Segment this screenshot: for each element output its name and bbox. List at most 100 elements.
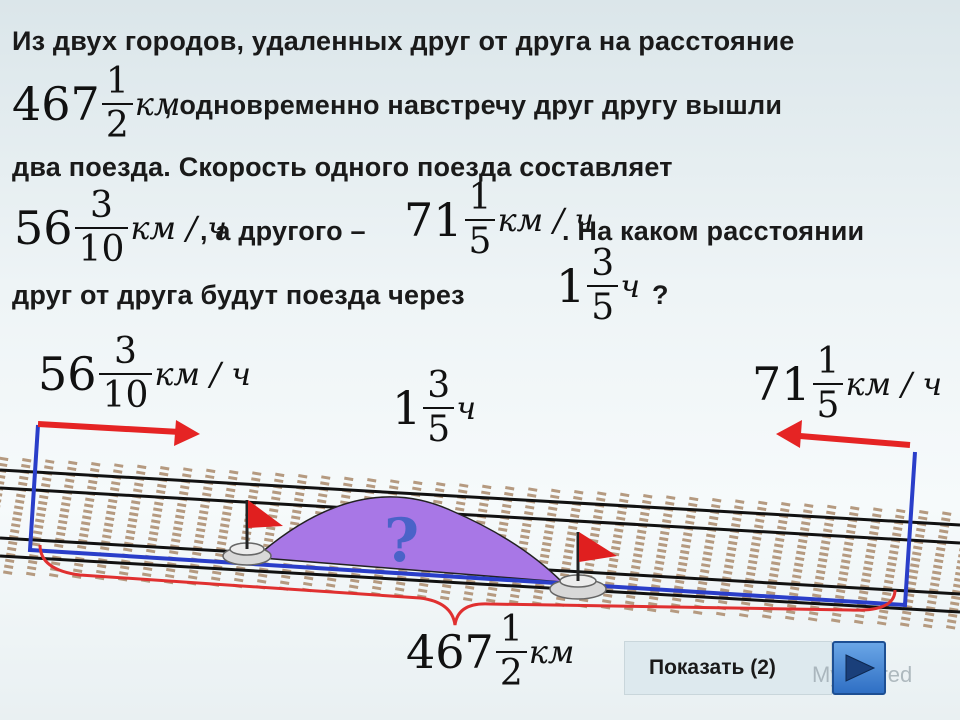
- diagram-speed2-num: 1: [816, 341, 840, 382]
- show-button-label: Показать (2): [649, 656, 776, 679]
- problem-line-2: , одновременно навстречу друг другу вышл…: [164, 90, 783, 120]
- distance-den: 2: [105, 105, 129, 146]
- sleeper: [669, 496, 699, 617]
- diagram-speed1-den: 10: [102, 375, 149, 416]
- sleeper: [255, 472, 285, 593]
- sleeper: [232, 471, 262, 591]
- time-unit: ч: [620, 267, 641, 305]
- diagram-time-unit: ч: [456, 389, 477, 427]
- sleeper: [807, 504, 837, 625]
- sleeper: [416, 482, 446, 602]
- sleeper: [945, 545, 960, 633]
- sleeper: [278, 474, 308, 594]
- sleeper: [94, 463, 124, 583]
- sleeper: [0, 456, 9, 508]
- speed1-unit: км / ч: [130, 209, 228, 247]
- sleeper: [186, 468, 216, 589]
- play-triangle-icon: [845, 654, 876, 682]
- sleeper: [324, 476, 354, 597]
- left-arrow-icon: [37, 420, 200, 446]
- sleeper: [71, 462, 101, 582]
- distance-whole: 467: [12, 77, 100, 131]
- diagram-speed1-num: 3: [114, 331, 137, 372]
- distance-num: 1: [105, 61, 129, 102]
- problem-line-1: Из двух городов, удаленных друг от друга…: [12, 26, 795, 56]
- time-whole: 1: [556, 259, 586, 313]
- play-button[interactable]: [832, 641, 886, 695]
- sleeper: [692, 498, 722, 618]
- sleeper: [577, 491, 607, 611]
- sleeper: [922, 511, 952, 631]
- speed1-whole: 56: [14, 201, 73, 255]
- sleeper: [554, 490, 584, 610]
- diagram-speed2-den: 5: [816, 385, 840, 426]
- sleeper: [485, 486, 515, 606]
- speed2-whole: 71: [404, 193, 463, 247]
- rail-line: [0, 468, 960, 527]
- diagram-speed1-whole: 56: [38, 347, 97, 401]
- sleeper: [140, 466, 170, 586]
- diagram-speed1-unit: км / ч: [154, 355, 252, 393]
- sleeper: [600, 492, 630, 613]
- sleeper: [899, 510, 929, 630]
- diagram-distance-num: 1: [499, 609, 523, 650]
- rail-line: [0, 554, 960, 614]
- sleeper: [623, 494, 653, 614]
- right-arrow-icon: [776, 420, 911, 448]
- speed1-den: 10: [78, 229, 125, 270]
- speed2-num: 1: [468, 177, 492, 218]
- diagram-distance-unit: км: [528, 633, 575, 671]
- sleeper: [117, 464, 147, 585]
- distance-unit: км: [134, 85, 181, 123]
- sleeper: [784, 503, 814, 623]
- train-marker-left-icon: [222, 500, 283, 566]
- sleeper: [508, 487, 538, 607]
- problem-question-mark: ?: [652, 280, 669, 310]
- problem-line-5: друг от друга будут поезда через: [12, 280, 465, 310]
- problem-line-4a: , а другого –: [200, 216, 366, 246]
- diagram-speed2-unit: км / ч: [845, 365, 943, 403]
- sleeper: [531, 488, 561, 609]
- show-button[interactable]: Показать (2): [624, 641, 832, 695]
- sleeper: [853, 507, 883, 627]
- sleeper: [163, 467, 193, 587]
- speed1-num: 3: [90, 185, 113, 226]
- sleeper: [830, 506, 860, 626]
- sleeper: [462, 484, 492, 605]
- sleeper: [439, 483, 469, 603]
- speed2-den: 5: [468, 221, 492, 262]
- distance-brace: [38, 544, 897, 626]
- time-den: 5: [591, 287, 615, 328]
- diagram-distance-den: 2: [499, 653, 523, 694]
- sleeper: [715, 499, 745, 619]
- sleeper: [301, 475, 331, 595]
- sleeper: [209, 470, 239, 590]
- sleeper: [2, 458, 32, 578]
- diagram-time-whole: 1: [392, 381, 422, 435]
- diagram-speed2-whole: 71: [752, 357, 811, 411]
- unknown-distance-region: [261, 496, 564, 583]
- problem-line-4b: . На каком расстоянии: [562, 216, 865, 246]
- train-marker-right-icon: [549, 532, 617, 600]
- problem-line-3: два поезда. Скорость одного поезда соста…: [12, 152, 673, 182]
- sleeper: [761, 502, 791, 622]
- diagram-distance-whole: 467: [406, 625, 494, 679]
- sleeper: [738, 500, 768, 621]
- sleeper: [646, 495, 676, 615]
- unknown-distance-question-mark: ?: [384, 506, 420, 576]
- sleeper: [25, 459, 55, 579]
- time-num: 3: [591, 243, 615, 284]
- speed2-unit: км / ч: [497, 201, 595, 239]
- rail-line: [0, 486, 960, 545]
- total-distance-frame: [27, 424, 917, 608]
- sleeper: [48, 460, 78, 581]
